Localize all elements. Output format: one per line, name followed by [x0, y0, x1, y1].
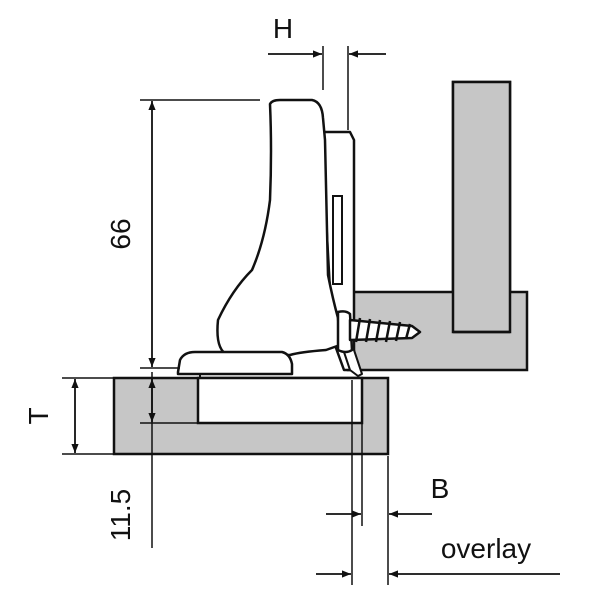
dimension-11-5	[140, 372, 198, 548]
overlay-label: overlay	[441, 533, 531, 564]
h-label: H	[273, 13, 293, 44]
hinge-arm	[216, 98, 342, 357]
dimension-66	[140, 99, 260, 369]
dimension-b	[326, 380, 432, 585]
dimension-h	[268, 46, 386, 130]
dim-11-5-label: 11.5	[105, 489, 136, 541]
cabinet-side-panel	[346, 80, 529, 372]
hinge-cup	[176, 339, 363, 378]
dimension-t	[62, 377, 114, 455]
dim-66-label: 66	[105, 218, 136, 249]
b-label: B	[431, 473, 450, 504]
door-panel	[112, 376, 390, 456]
dimension-overlay	[316, 456, 560, 585]
screw-icon	[336, 310, 422, 354]
t-label: T	[23, 407, 54, 424]
